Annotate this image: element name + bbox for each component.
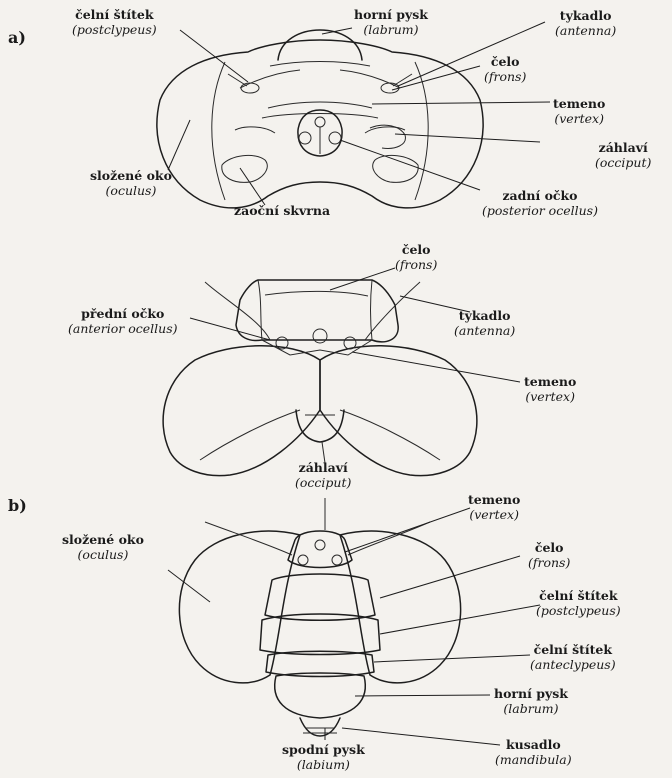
label-compound-eye: složené oko(oculus) — [90, 168, 172, 198]
figure-b-ocellus-top — [315, 540, 325, 550]
label-eye-spot: zaoční skvrna — [234, 203, 330, 218]
label-frons-b: čelo(frons) — [528, 540, 570, 570]
figure-b-ocellus-right — [332, 555, 342, 565]
label-postclypeus: čelní štítek(postclypeus) — [72, 7, 157, 37]
figure-m-ocellus-right — [344, 337, 356, 349]
figure-m-ocellus-anterior — [313, 329, 327, 343]
figure-b-head-front-view — [179, 498, 460, 736]
figure-a-head-outline — [157, 40, 483, 208]
label-anterior-ocellus: přední očko(anterior ocellus) — [68, 306, 178, 336]
figure-a-eye-spot-left — [222, 155, 267, 182]
figure-b-vertex — [288, 531, 352, 568]
label-compound-eye-b: složené oko(oculus) — [62, 532, 144, 562]
figure-b-eye-right — [340, 531, 461, 683]
label-vertex-b: temeno(vertex) — [468, 492, 520, 522]
label-vertex-front: temeno(vertex) — [524, 374, 576, 404]
label-vertex: temeno(vertex) — [553, 96, 605, 126]
figure-a-eye-left-border — [212, 62, 225, 200]
label-labrum-b: horní pysk(labrum) — [494, 686, 568, 716]
label-anteclypeus-b: čelní štítek(anteclypeus) — [530, 642, 616, 672]
label-postclypeus-b: čelní štítek(postclypeus) — [536, 588, 621, 618]
label-posterior-ocellus: zadní očko(posterior ocellus) — [482, 188, 598, 218]
figure-a-head-front-view — [163, 280, 477, 476]
label-occiput: záhlaví(occiput) — [595, 140, 651, 170]
section-a-label: a) — [8, 28, 26, 47]
figure-a-ocellus-left — [299, 132, 311, 144]
figure-a-labrum — [278, 30, 362, 60]
figure-b-eye-left — [179, 531, 300, 683]
figure-b-ocellus-left — [298, 555, 308, 565]
figure-a-ocellus-right — [329, 132, 341, 144]
label-frons-front: čelo(frons) — [395, 242, 437, 272]
figure-a-head-top-view — [157, 30, 483, 208]
leader-lines — [168, 22, 550, 745]
label-antenna: tykadlo(antenna) — [555, 8, 616, 38]
label-occiput-front: záhlaví(occiput) — [295, 460, 351, 490]
section-b-label: b) — [8, 496, 27, 515]
label-labrum: horní pysk(labrum) — [354, 7, 428, 37]
label-labium-b: spodní pysk(labium) — [282, 742, 365, 772]
label-frons: čelo(frons) — [484, 54, 526, 84]
figure-b-labrum — [275, 673, 366, 718]
label-mandibula-b: kusadlo(mandibula) — [495, 737, 572, 767]
label-antenna-front: tykadlo(antenna) — [454, 308, 515, 338]
